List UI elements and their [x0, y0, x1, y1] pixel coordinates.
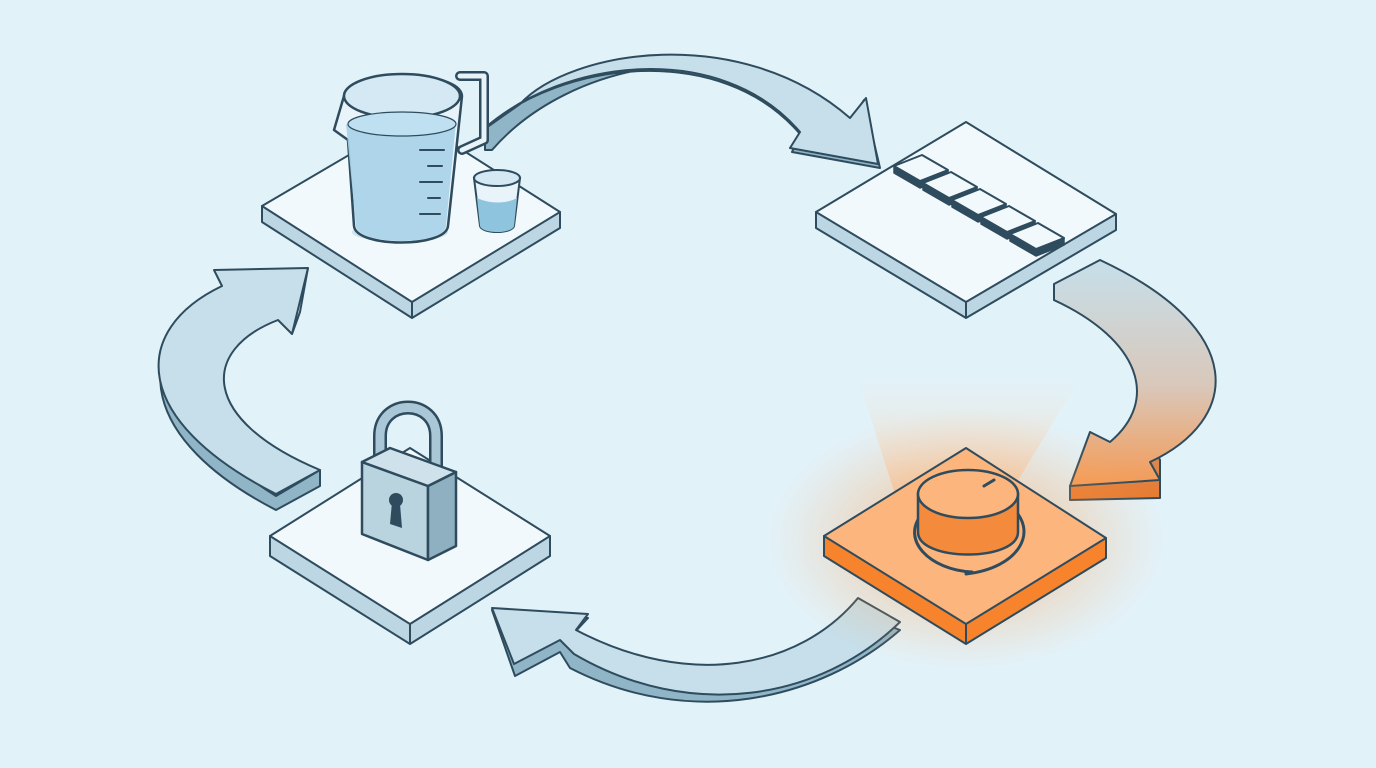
arrow-face	[491, 597, 901, 696]
arrow-face	[485, 53, 879, 165]
dial-indicator	[982, 478, 996, 488]
step-lock	[269, 400, 551, 645]
block	[1009, 222, 1065, 257]
block-row-icon	[893, 154, 1065, 257]
measure-marks	[419, 149, 445, 215]
arrow-blocks-to-dial	[1053, 259, 1217, 501]
arrow-measure-to-blocks	[484, 53, 881, 169]
padlock-icon	[360, 400, 458, 562]
arrow-face	[157, 267, 321, 495]
arrow-dial-to-lock	[491, 597, 901, 703]
measuring-jug-icon	[332, 71, 489, 244]
dial-knob-icon	[913, 468, 1026, 576]
arrow-face	[1053, 259, 1217, 487]
step-measure	[261, 71, 561, 319]
small-glass-icon	[472, 169, 522, 233]
keyhole-icon	[389, 493, 403, 528]
step-dial	[766, 378, 1166, 670]
step-blocks	[815, 121, 1117, 319]
arrow-lock-to-measure	[157, 267, 321, 511]
